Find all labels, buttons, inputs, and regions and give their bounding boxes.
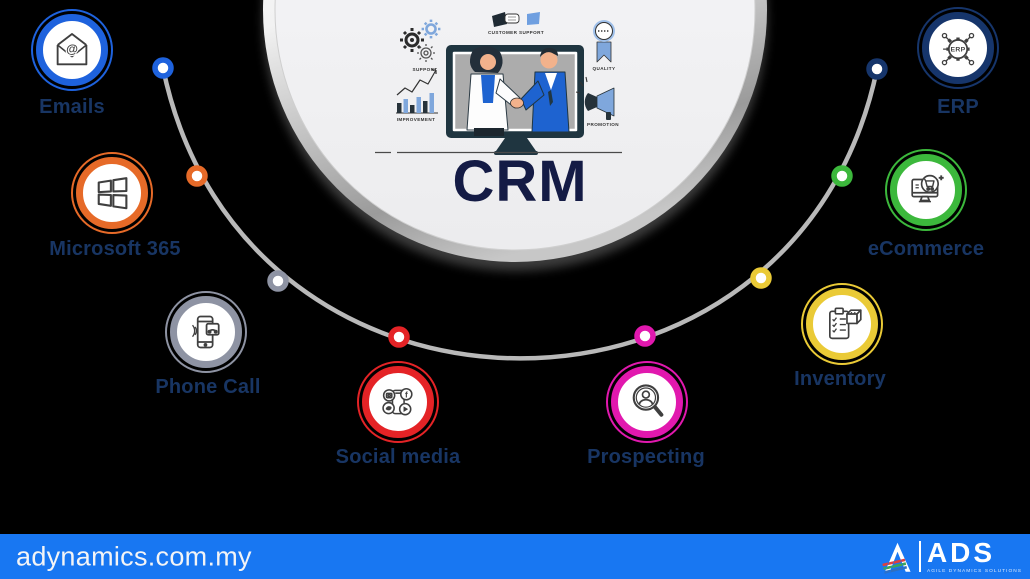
windows-icon: [97, 177, 128, 210]
monitor-cart-icon: [911, 174, 944, 203]
promotion-caption: PROMOTION: [587, 122, 619, 127]
smartphone-call-icon: [191, 315, 220, 349]
dot-emails: [152, 57, 174, 79]
footer-bar: adynamics.com.my ADS AGILE DYNAMICS SOLU…: [0, 534, 1030, 579]
node-label-social-media: Social media: [335, 446, 461, 468]
node-label-inventory: Inventory: [794, 368, 886, 390]
promotion-megaphone-icon: PROMOTION: [575, 76, 619, 127]
quality-medal-icon: QUALITY: [593, 20, 616, 71]
ads-logo-divider: [918, 541, 921, 572]
handshake-hands: [510, 97, 524, 109]
node-badge-inventory: [801, 283, 883, 365]
node-label-emails: Emails: [39, 96, 105, 118]
inventory-badge-ring: [806, 288, 878, 360]
erp-gear-icon: ERP: [941, 32, 975, 66]
customer-support-icon: CUSTOMER SUPPORT: [488, 12, 544, 35]
emails-badge-ring: @: [36, 14, 108, 86]
erp-badge-ring: ERP: [922, 12, 994, 84]
quality-caption: QUALITY: [593, 66, 616, 71]
dot-social-media: [388, 326, 410, 348]
node-badge-social-media: f: [357, 361, 439, 443]
connector-arc: [160, 65, 880, 361]
erp-gear-text: ERP: [950, 47, 965, 54]
microsoft-badge-ring: [76, 157, 148, 229]
dot-microsoft-365: [186, 165, 208, 187]
ads-abbr: ADS: [926, 537, 996, 568]
node-badge-erp: ERP: [917, 7, 999, 89]
social-apps-icon: f: [382, 387, 413, 416]
support-caption: SUPPORT: [412, 67, 437, 72]
node-badge-ecommerce: [885, 149, 967, 231]
arc-dots: [152, 57, 888, 348]
dot-erp: [866, 58, 888, 80]
clipboard-box-icon: [829, 307, 862, 340]
phone-badge-ring: [170, 296, 242, 368]
ads-logo: ADS AGILE DYNAMICS SOLUTIONS: [882, 537, 1022, 576]
customer-support-caption: CUSTOMER SUPPORT: [488, 30, 544, 35]
improvement-caption: IMPROVEMENT: [397, 117, 436, 122]
facebook-f-glyph: f: [405, 390, 408, 399]
ecommerce-badge-ring: [890, 154, 962, 226]
website-url: adynamics.com.my: [16, 541, 252, 571]
improvement-chart-icon: IMPROVEMENT: [396, 69, 438, 122]
node-label-ecommerce: eCommerce: [867, 238, 985, 260]
node-badge-prospecting: [606, 361, 688, 443]
crm-title: CRM: [452, 149, 588, 214]
man-figure: [520, 47, 570, 133]
node-badge-phone-call: [165, 291, 247, 373]
node-label-prospecting: Prospecting: [587, 446, 705, 468]
node-badge-emails: @: [31, 9, 113, 91]
dot-ecommerce: [831, 165, 853, 187]
ads-tagline: AGILE DYNAMICS SOLUTIONS: [926, 569, 1022, 574]
support-gears-icon: SUPPORT: [400, 19, 441, 72]
at-glyph: @: [66, 42, 78, 56]
handshake-illustration: SUPPORT CUSTOMER SUPPORT QUALITY: [375, 12, 622, 155]
dot-prospecting: [634, 325, 656, 347]
node-label-phone-call: Phone Call: [155, 376, 261, 398]
node-badge-microsoft-365: [71, 152, 153, 234]
prospecting-badge-ring: [611, 366, 683, 438]
node-label-microsoft-365: Microsoft 365: [49, 238, 181, 260]
woman-figure: [466, 45, 521, 136]
dot-phone-call: [267, 270, 289, 292]
dot-inventory: [750, 267, 772, 289]
envelope-at-icon: @: [56, 33, 88, 66]
search-person-icon: [632, 384, 664, 417]
social-badge-ring: f: [362, 366, 434, 438]
ads-a-mark-icon: [882, 540, 912, 574]
node-label-erp: ERP: [937, 96, 979, 118]
